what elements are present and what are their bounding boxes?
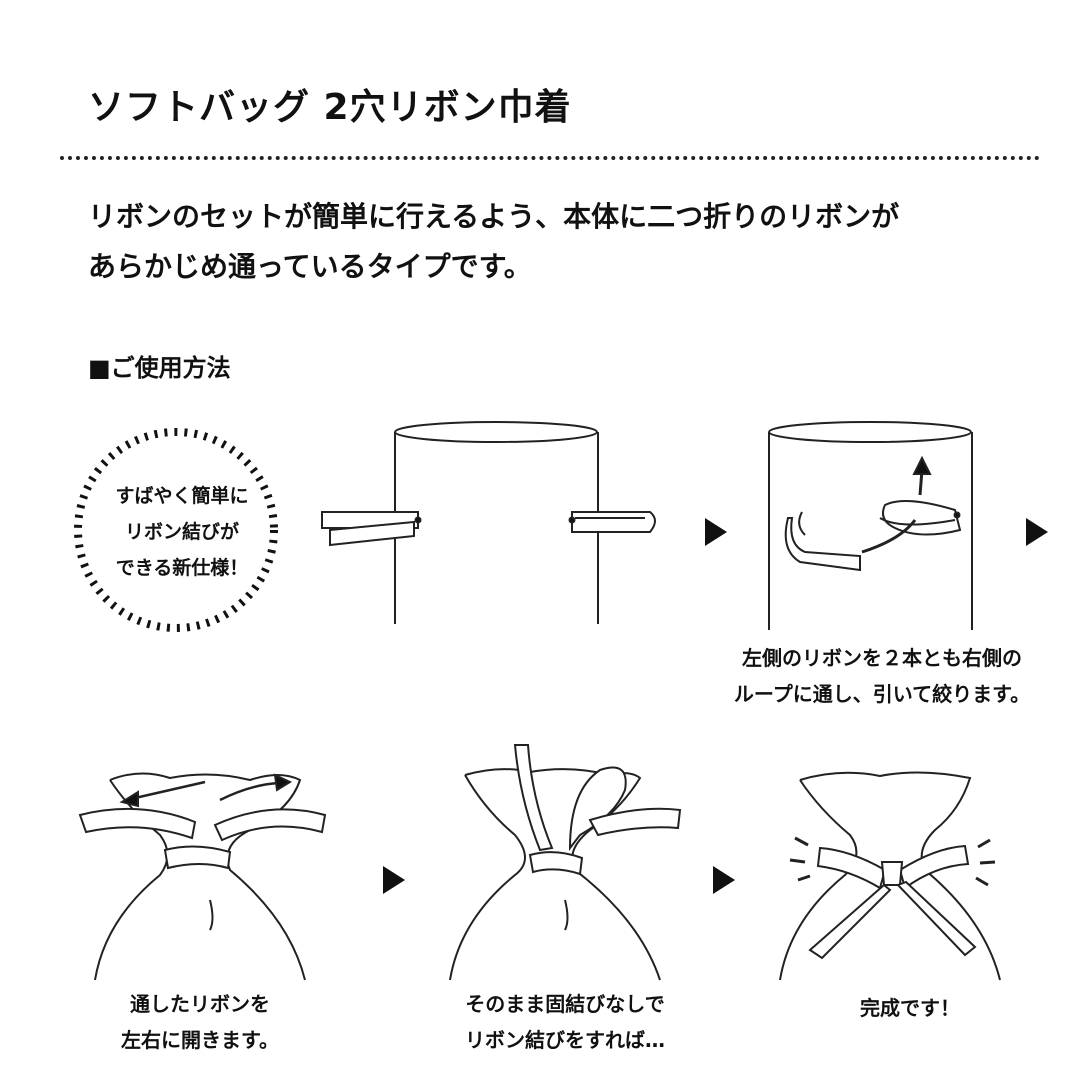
step-arrow-2 bbox=[1026, 518, 1048, 546]
step-caption-3: そのまま固結びなしで リボン結びをすれば… bbox=[420, 986, 710, 1058]
step-caption-2-line-1: 通したリボンを bbox=[130, 992, 270, 1016]
step-caption-2: 通したリボンを 左右に開きます。 bbox=[80, 986, 320, 1058]
step-arrow-4 bbox=[713, 866, 735, 894]
step-caption-3-line-2: リボン結びをすれば… bbox=[465, 1028, 665, 1052]
step-caption-4-line-1: 完成です！ bbox=[860, 996, 960, 1020]
step-caption-2-line-2: 左右に開きます。 bbox=[121, 1028, 279, 1052]
bag-illustration-2 bbox=[768, 421, 973, 630]
badge-line-2: リボン結びが bbox=[124, 521, 239, 543]
step-caption-4: 完成です！ bbox=[800, 990, 1020, 1026]
badge-dotted-circle bbox=[74, 428, 278, 632]
step-arrow-3 bbox=[383, 866, 405, 894]
step-caption-1-line-2: ループに通し、引いて絞ります。 bbox=[733, 682, 1031, 706]
badge-line-3: できる新仕様！ bbox=[115, 557, 249, 579]
step-caption-1-line-1: 左側のリボンを２本とも右側の bbox=[742, 646, 1022, 670]
feature-badge: すばやく簡単に リボン結びが できる新仕様！ bbox=[80, 478, 284, 586]
badge-line-1: すばやく簡単に bbox=[115, 485, 249, 507]
step-arrow-1 bbox=[705, 518, 727, 546]
page-title: ソフトバッグ 2穴リボン巾着 bbox=[88, 87, 572, 128]
description-line-1: リボンのセットが簡単に行えるよう、本体に二つ折りのリボンが bbox=[88, 200, 900, 233]
usage-heading: ■ご使用方法 bbox=[88, 354, 231, 382]
step-caption-1: 左側のリボンを２本とも右側の ループに通し、引いて絞ります。 bbox=[722, 640, 1042, 712]
dotted-divider bbox=[60, 156, 1040, 160]
product-description: リボンのセットが簡単に行えるよう、本体に二つ折りのリボンが あらかじめ通っている… bbox=[88, 192, 899, 292]
bag-illustration-3 bbox=[78, 772, 327, 981]
bag-illustration-1 bbox=[321, 421, 656, 624]
step-caption-3-line-1: そのまま固結びなしで bbox=[465, 992, 665, 1016]
bag-illustration-5 bbox=[779, 771, 1001, 981]
description-line-2: あらかじめ通っているタイプです。 bbox=[88, 250, 532, 283]
bag-illustration-4 bbox=[449, 744, 682, 981]
